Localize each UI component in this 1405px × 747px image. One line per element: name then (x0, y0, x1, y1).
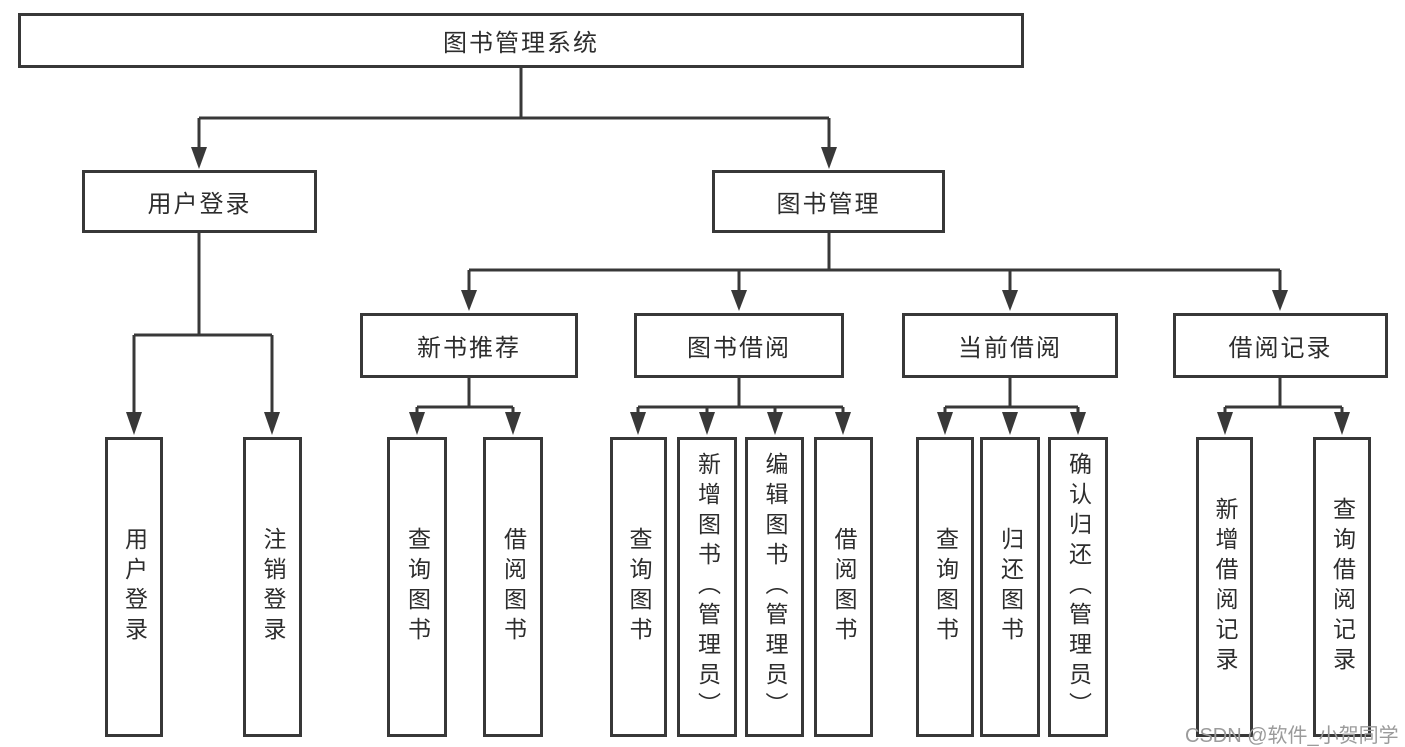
leaf-return-books: 归还图书 (980, 437, 1040, 737)
leaf-query-borrow-record: 查询借阅记录 (1313, 437, 1371, 737)
node-root-library-system: 图书管理系统 (18, 13, 1024, 68)
leaf-confirm-return-admin: 确认归还（管理员） (1048, 437, 1108, 737)
node-user-login: 用户登录 (82, 170, 317, 233)
leaf-logout: 注销登录 (243, 437, 302, 737)
node-label: 新书推荐 (417, 335, 521, 362)
node-label: 编辑图书（管理员） (762, 452, 788, 722)
node-label: 借阅图书 (831, 527, 857, 647)
node-label: 借阅记录 (1228, 335, 1333, 362)
connector-borrow-records-subtree (1217, 378, 1350, 435)
connector-current-borrow-subtree (937, 378, 1086, 435)
node-label: 图书管理 (776, 191, 881, 218)
leaf-borrow-books-rec: 借阅图书 (483, 437, 543, 737)
leaf-edit-books-admin: 编辑图书（管理员） (745, 437, 804, 737)
node-label: 查询借阅记录 (1329, 497, 1356, 677)
node-book-borrowing: 图书借阅 (634, 313, 844, 378)
connector-book-mgmt-to-level3 (461, 233, 1288, 311)
node-label: 图书管理系统 (443, 30, 599, 57)
node-book-management: 图书管理 (712, 170, 945, 233)
node-new-book-recommendation: 新书推荐 (360, 313, 578, 378)
connector-user-login-subtree (126, 233, 280, 435)
node-label: 当前借阅 (958, 335, 1062, 362)
node-label: 图书借阅 (687, 335, 791, 362)
node-borrowing-records: 借阅记录 (1173, 313, 1388, 378)
leaf-add-books-admin: 新增图书（管理员） (677, 437, 737, 737)
node-label: 查询图书 (626, 527, 652, 647)
node-label: 归还图书 (997, 527, 1024, 647)
node-label: 确认归还（管理员） (1065, 452, 1092, 722)
node-current-borrowing: 当前借阅 (902, 313, 1118, 378)
node-label: 借阅图书 (500, 527, 527, 647)
leaf-add-borrow-record: 新增借阅记录 (1196, 437, 1253, 737)
leaf-borrow-books: 借阅图书 (814, 437, 873, 737)
connector-new-book-subtree (409, 378, 521, 435)
csdn-watermark: CSDN @软件_小贺同学 (1185, 725, 1399, 747)
connector-book-borrow-subtree (630, 378, 851, 435)
node-label: 注销登录 (260, 527, 286, 647)
leaf-query-books-current: 查询图书 (916, 437, 974, 737)
leaf-query-books-rec: 查询图书 (387, 437, 447, 737)
node-label: 新增借阅记录 (1212, 497, 1238, 677)
leaf-user-login: 用户登录 (105, 437, 163, 737)
connector-root-to-level2 (191, 68, 837, 169)
node-label: 查询图书 (932, 527, 959, 647)
node-label: 用户登录 (121, 527, 148, 647)
node-label: 用户登录 (147, 191, 252, 218)
node-label: 新增图书（管理员） (694, 452, 721, 722)
leaf-query-books-borrow: 查询图书 (610, 437, 667, 737)
node-label: 查询图书 (404, 527, 431, 647)
